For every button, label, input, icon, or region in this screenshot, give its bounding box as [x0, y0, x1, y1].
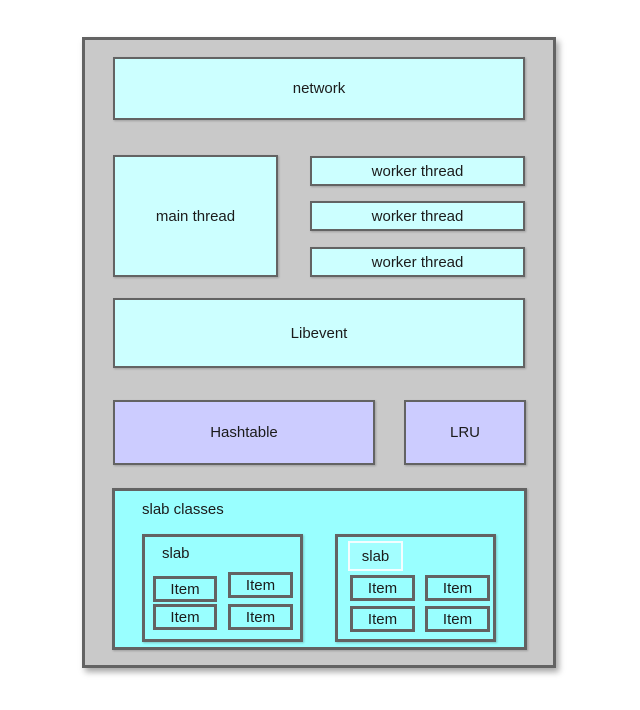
- worker-thread-box: worker thread: [310, 156, 525, 186]
- item-box: Item: [153, 604, 217, 630]
- item-box: Item: [153, 576, 217, 602]
- lru-box: LRU: [404, 400, 526, 465]
- worker-thread-box: worker thread: [310, 247, 525, 277]
- libevent-box: Libevent: [113, 298, 525, 368]
- item-label: Item: [245, 608, 276, 626]
- main-thread-label: main thread: [155, 207, 236, 225]
- libevent-label: Libevent: [290, 324, 348, 342]
- item-box: Item: [350, 575, 415, 601]
- item-label: Item: [170, 608, 200, 626]
- item-box: Item: [228, 572, 293, 598]
- slab-label: slab: [162, 545, 190, 562]
- worker-thread-label: worker thread: [371, 253, 464, 271]
- network-box: network: [113, 57, 525, 120]
- main-thread-box: main thread: [113, 155, 278, 277]
- item-label: Item: [367, 610, 398, 628]
- item-label: Item: [367, 579, 398, 597]
- item-label: Item: [442, 610, 473, 628]
- item-box: Item: [425, 575, 490, 601]
- item-box: Item: [350, 606, 415, 632]
- item-label: Item: [245, 576, 276, 594]
- worker-thread-box: worker thread: [310, 201, 525, 231]
- item-label: Item: [170, 580, 200, 598]
- worker-thread-label: worker thread: [371, 162, 464, 180]
- hashtable-label: Hashtable: [210, 424, 278, 441]
- network-label: network: [292, 80, 346, 97]
- outer-container-box: network main thread worker thread worker…: [82, 37, 556, 668]
- item-label: Item: [442, 579, 473, 597]
- worker-thread-label: worker thread: [371, 207, 464, 225]
- slab-box: slab Item Item Item Item: [335, 534, 496, 642]
- slab-label: slab: [361, 547, 390, 565]
- hashtable-box: Hashtable: [113, 400, 375, 465]
- lru-label: LRU: [449, 424, 480, 441]
- slab-box: slab Item Item Item Item: [142, 534, 303, 642]
- slab-label-highlight-box: slab: [348, 541, 403, 571]
- slab-classes-label: slab classes: [142, 501, 224, 518]
- item-box: Item: [228, 604, 293, 630]
- slab-classes-box: slab classes slab Item Item Item Item: [112, 488, 527, 650]
- item-box: Item: [425, 606, 490, 632]
